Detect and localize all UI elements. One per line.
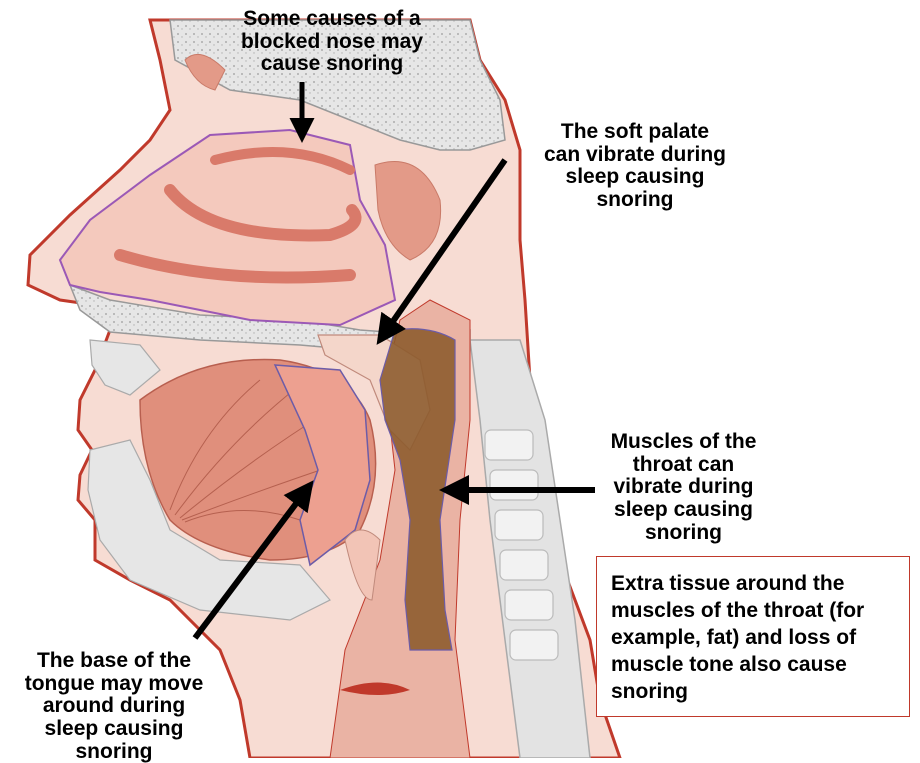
note-text: Extra tissue around the muscles of the t…	[611, 571, 899, 705]
label-throat-muscles: Muscles of the throat can vibrate during…	[576, 431, 791, 544]
note-box: Extra tissue around the muscles of the t…	[596, 556, 910, 717]
label-blocked-nose: Some causes of a blocked nose may cause …	[212, 8, 452, 76]
label-tongue-base: The base of the tongue may move around d…	[0, 650, 228, 763]
label-soft-palate: The soft palate can vibrate during sleep…	[505, 121, 765, 212]
